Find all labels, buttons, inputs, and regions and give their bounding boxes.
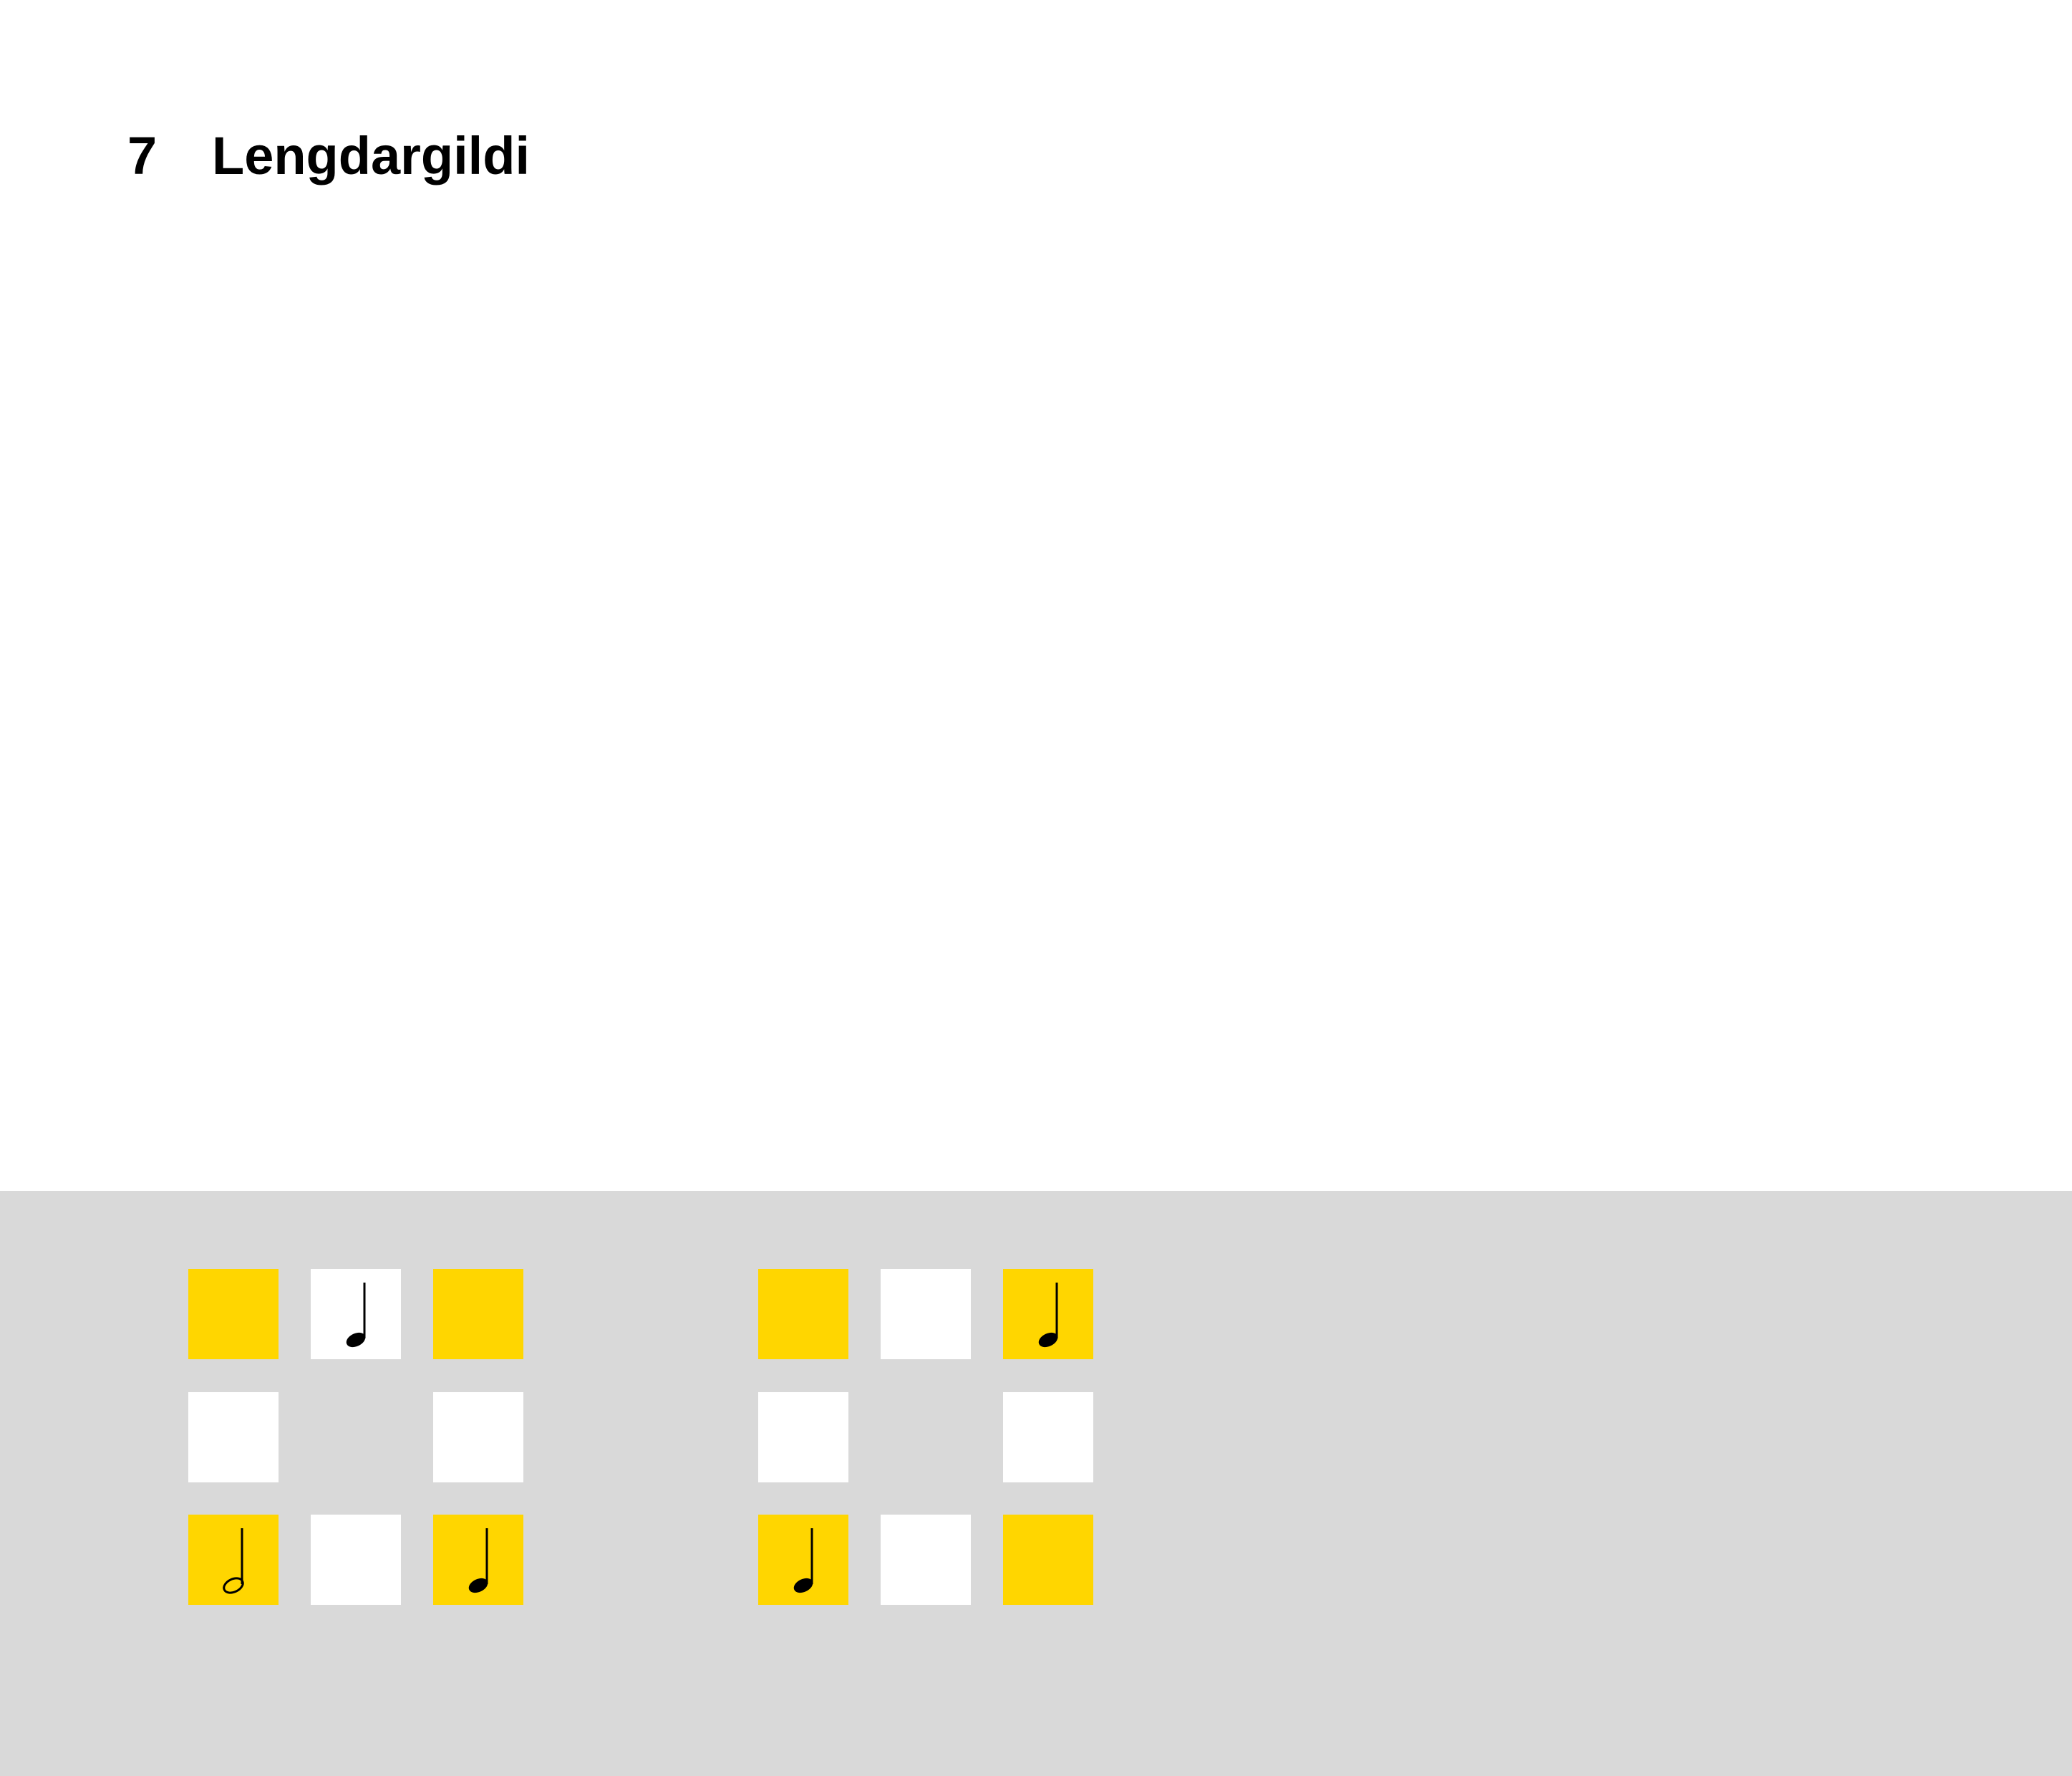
quarter-note-icon [793,1528,813,1593]
grid-cell-top-center[interactable] [311,1269,401,1359]
section-title: Lengdargildi [212,126,530,185]
grid-cell-middle-right[interactable] [1003,1392,1093,1482]
puzzle-grid-1 [188,1269,523,1606]
grid-cell-top-right[interactable] [1003,1269,1093,1359]
grid-cell-top-center[interactable] [881,1269,971,1359]
grid-cell-bottom-right[interactable] [1003,1515,1093,1605]
grid-cell-top-right[interactable] [433,1269,523,1359]
grid-cell-middle-right[interactable] [433,1392,523,1482]
grid-cell-middle-left[interactable] [758,1392,848,1482]
quarter-note-icon [468,1528,488,1593]
grid-cell-bottom-left[interactable] [758,1515,848,1605]
section-number: 7 [127,126,158,185]
half-note-icon [223,1528,244,1594]
grid-cell-middle-left[interactable] [188,1392,279,1482]
page-title: 7 Lengdargildi [127,125,530,186]
grid-cell-bottom-center[interactable] [311,1515,401,1605]
grid-cell-bottom-center[interactable] [881,1515,971,1605]
quarter-note-icon [1038,1283,1058,1348]
puzzle-grid-2 [758,1269,1093,1606]
grid-cell-top-left[interactable] [758,1269,848,1359]
grid-cell-bottom-left[interactable] [188,1515,279,1605]
quarter-note-icon [346,1283,366,1348]
grid-cell-top-left[interactable] [188,1269,279,1359]
grid-cell-bottom-right[interactable] [433,1515,523,1605]
